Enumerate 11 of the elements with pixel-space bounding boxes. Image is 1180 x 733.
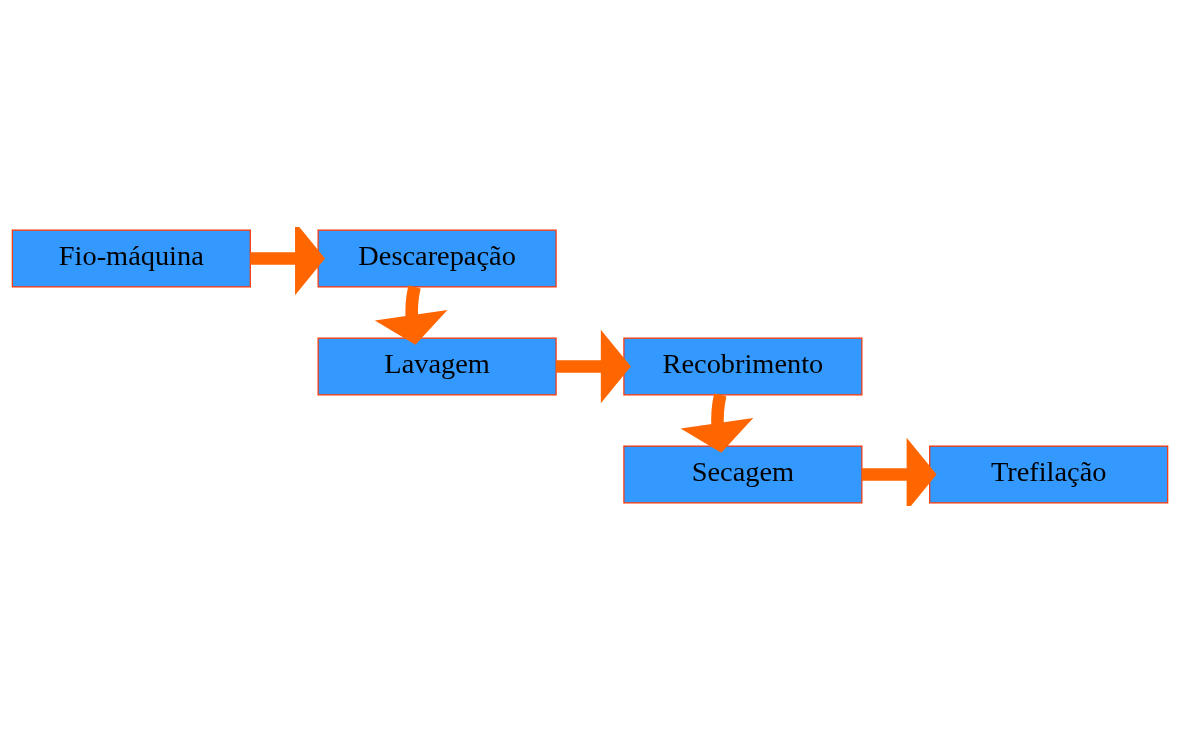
node-box: Secagem <box>623 445 863 504</box>
node-box: Trefilação <box>929 445 1169 504</box>
node-box: Recobrimento <box>623 337 863 396</box>
node-box: Lavagem <box>317 337 557 396</box>
arrow <box>250 227 325 296</box>
arrow <box>862 437 937 506</box>
node-box: Descarepação <box>317 229 557 288</box>
node-box: Fio-máquina <box>11 229 251 288</box>
arrow <box>374 285 448 345</box>
arrow <box>556 329 631 404</box>
arrow <box>680 393 754 453</box>
